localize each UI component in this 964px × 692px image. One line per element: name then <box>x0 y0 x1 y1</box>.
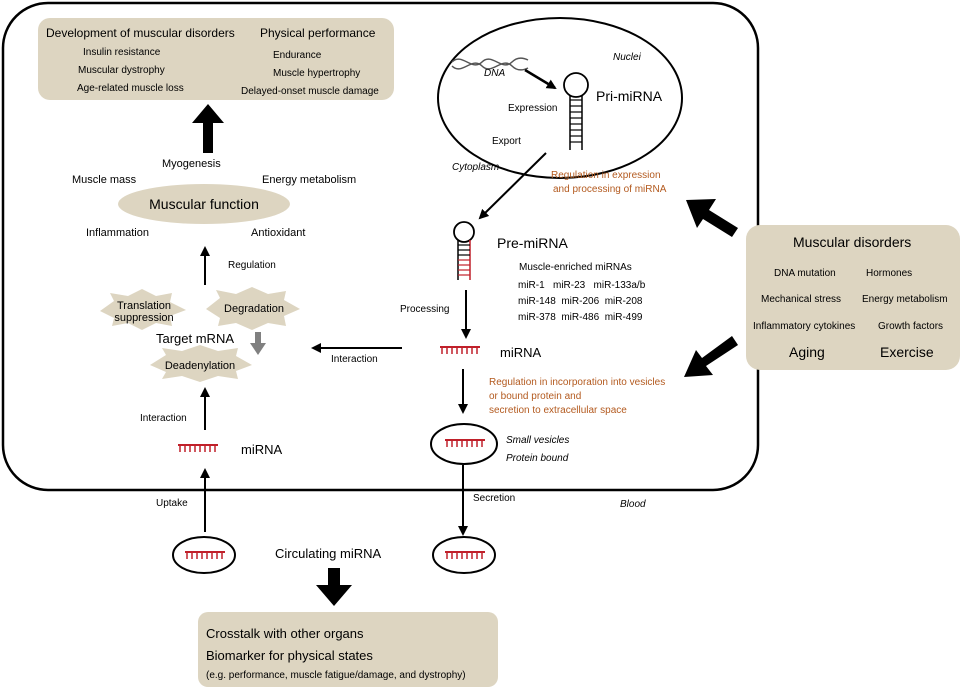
circulating-vesicle-right <box>432 536 496 574</box>
outcomes-box <box>38 18 394 100</box>
export-label: Export <box>492 136 521 147</box>
blood-label: Blood <box>620 499 646 510</box>
antioxidant: Antioxidant <box>251 227 305 239</box>
mirna-left-strand <box>177 444 219 453</box>
suppression-label: suppression <box>114 312 173 324</box>
myogenesis: Myogenesis <box>162 158 221 170</box>
pri-mirna-hairpin <box>563 72 589 150</box>
inflammation: Inflammation <box>86 227 149 239</box>
biomarker-examples: (e.g. performance, muscle fatigue/damage… <box>206 670 466 681</box>
pre-mirna-label: Pre-miRNA <box>497 235 568 251</box>
target-mrna-label: Target mRNA <box>156 331 234 346</box>
down-to-crosstalk-arrow <box>316 568 352 606</box>
muscular-disorders-box <box>746 225 960 370</box>
disorders-to-expression-arrow <box>686 199 738 237</box>
crosstalk-box <box>198 612 498 687</box>
regulation-incorp-2: or bound protein and <box>489 391 581 402</box>
expression-label: Expression <box>508 103 557 114</box>
regulation-expression-2: and processing of miRNA <box>553 184 667 195</box>
biomarker-line: Biomarker for physical states <box>206 648 373 663</box>
mirna-left-label: miRNA <box>241 442 282 457</box>
muscular-disorders-title: Muscular disorders <box>793 234 911 250</box>
circulating-label: Circulating miRNA <box>275 546 382 561</box>
dna-label: DNA <box>484 68 505 79</box>
enriched-row-1: miR-1 miR-23 miR-133a/b <box>518 280 646 291</box>
insulin-resistance: Insulin resistance <box>83 47 161 58</box>
protein-bound-label: Protein bound <box>506 453 569 464</box>
dna-to-pri-arrow <box>524 68 557 90</box>
degradation-star <box>206 287 300 330</box>
delayed-onset-damage: Delayed-onset muscle damage <box>241 86 379 97</box>
muscular-function-label: Muscular function <box>149 196 259 212</box>
secretion-label: Secretion <box>473 493 515 504</box>
disorders-to-secretion-arrow <box>684 336 738 377</box>
inflammatory-cytokines: Inflammatory cytokines <box>753 321 855 332</box>
growth-factors: Growth factors <box>878 321 943 332</box>
small-vesicles-label: Small vesicles <box>506 435 569 446</box>
aging: Aging <box>789 344 825 360</box>
enriched-title: Muscle-enriched miRNAs <box>519 262 632 273</box>
muscular-function-ellipse <box>118 184 290 224</box>
disorders-title: Development of muscular disorders <box>46 26 235 40</box>
degradation-label: Degradation <box>224 303 284 315</box>
pre-mirna-hairpin <box>453 221 475 280</box>
nuclei-label: Nuclei <box>613 52 642 63</box>
hormones: Hormones <box>866 268 912 279</box>
big-up-arrow <box>192 104 224 153</box>
regulation-label: Regulation <box>228 260 276 271</box>
regulation-expression-1: Regulation in expression <box>551 170 661 181</box>
crosstalk-line: Crosstalk with other organs <box>206 626 364 641</box>
export-arrow <box>478 152 547 220</box>
energy-metabolism-func: Energy metabolism <box>262 174 356 186</box>
muscular-dystrophy: Muscular dystrophy <box>78 65 165 76</box>
dna-mutation: DNA mutation <box>774 268 836 279</box>
dna-strand-2 <box>451 62 529 71</box>
enriched-row-3: miR-378 miR-486 miR-499 <box>518 312 643 323</box>
muscle-mass: Muscle mass <box>72 174 137 186</box>
performance-title: Physical performance <box>260 26 376 40</box>
translation-suppression-star <box>100 289 186 330</box>
pri-mirna-label: Pri-miRNA <box>596 88 663 104</box>
processing-label: Processing <box>400 304 449 315</box>
mirna-right-strand <box>439 346 481 355</box>
grey-down-arrow <box>250 332 266 355</box>
muscle-hypertrophy: Muscle hypertrophy <box>273 68 360 79</box>
enriched-row-2: miR-148 miR-206 miR-208 <box>518 296 643 307</box>
small-vesicle <box>430 423 498 465</box>
uptake-label: Uptake <box>156 498 188 509</box>
interaction-right-label: Interaction <box>331 354 378 365</box>
endurance: Endurance <box>273 50 322 61</box>
energy-metabolism-disorder: Energy metabolism <box>862 294 948 305</box>
interaction-left-label: Interaction <box>140 413 187 424</box>
deadenylation-star <box>150 345 252 382</box>
cytoplasm-label: Cytoplasm <box>452 162 499 173</box>
circulating-vesicle-left <box>172 536 236 574</box>
nucleus <box>437 17 683 179</box>
mirna-right-label: miRNA <box>500 345 541 360</box>
regulation-incorp-1: Regulation in incorporation into vesicle… <box>489 377 665 388</box>
regulation-incorp-3: secretion to extracellular space <box>489 405 627 416</box>
exercise: Exercise <box>880 344 934 360</box>
dna-strand-1 <box>451 57 529 66</box>
deadenylation-label: Deadenylation <box>165 360 235 372</box>
age-related-loss: Age-related muscle loss <box>77 83 184 94</box>
mechanical-stress: Mechanical stress <box>761 294 841 305</box>
translation-label: Translation <box>117 300 171 312</box>
